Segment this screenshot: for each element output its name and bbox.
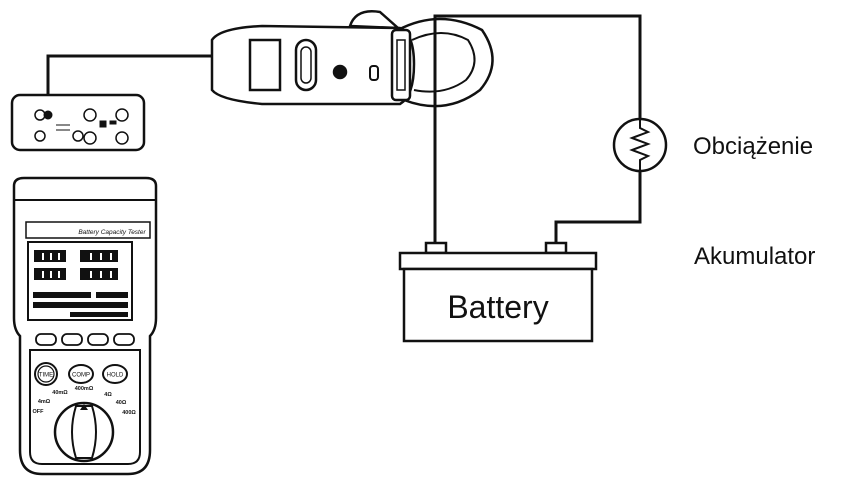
clamp-trigger [369,65,379,81]
clamp-slider-inner [300,46,312,84]
time-button-inner [37,365,55,383]
adapter-marker [99,120,107,128]
battery-lid [398,251,598,271]
battery-label: Battery [447,289,548,325]
clamp-jaw-ring [397,17,494,108]
battery: Battery [398,241,598,343]
adapter-jack [115,131,129,145]
load-label: Obciążenie [693,133,814,160]
wire-top [433,14,642,118]
dial-label: 40mΩ [52,390,68,396]
clamp-knob [332,64,348,80]
adapter-jack [115,108,129,122]
lcd-digit-gaps [42,253,112,278]
comp-button-label: COMP [72,373,90,379]
clamp-jaw-block-inner [396,39,406,91]
probe-cable [46,54,212,105]
load-circle [612,117,668,173]
hold-button-label: HOLD [107,373,124,379]
tester-brand: Battery Capacity Tester [78,229,146,236]
wire-load-battery [554,172,642,243]
time-button-label: TIME [39,373,53,379]
hold-button[interactable] [102,364,128,384]
dial-grip [71,405,97,459]
dial-label: 4Ω [104,392,112,398]
battery-body [402,267,594,343]
adapter-jack [43,110,53,120]
dial-label-off: OFF [33,409,45,415]
adapter-jack [34,130,46,142]
battery-tester: Battery Capacity Tester [12,176,158,476]
clamp-jaw-inner [411,32,476,93]
function-button[interactable] [87,333,109,346]
tester-function-buttons [35,333,135,346]
function-button[interactable] [113,333,135,346]
clamp-probe [210,10,494,108]
adapter-marker [109,120,117,125]
dial-labels: OFF 4mΩ 40mΩ 400mΩ 4Ω 40Ω 400Ω [33,386,137,416]
resistor-icon [629,120,651,170]
comp-button[interactable] [68,364,94,384]
dial-label: 4mΩ [38,399,51,405]
function-button[interactable] [61,333,83,346]
battery-terminal-positive [544,241,568,255]
accumulator-label: Akumulator [694,243,816,270]
adapter-jack [72,130,84,142]
dial-pointer [80,404,88,410]
dial-label: 400Ω [122,410,136,416]
clamp-window [248,38,282,92]
function-button[interactable] [35,333,57,346]
clamp-jaw-upper [348,10,402,30]
adapter-jack [83,108,97,122]
adapter-jack [83,131,97,145]
tester-title-band [25,221,151,239]
battery-terminal-negative [424,241,448,255]
dial-label: 400mΩ [75,386,94,392]
dial-label: 40Ω [116,400,127,406]
load-resistor [612,117,668,173]
adapter-box [10,93,146,152]
